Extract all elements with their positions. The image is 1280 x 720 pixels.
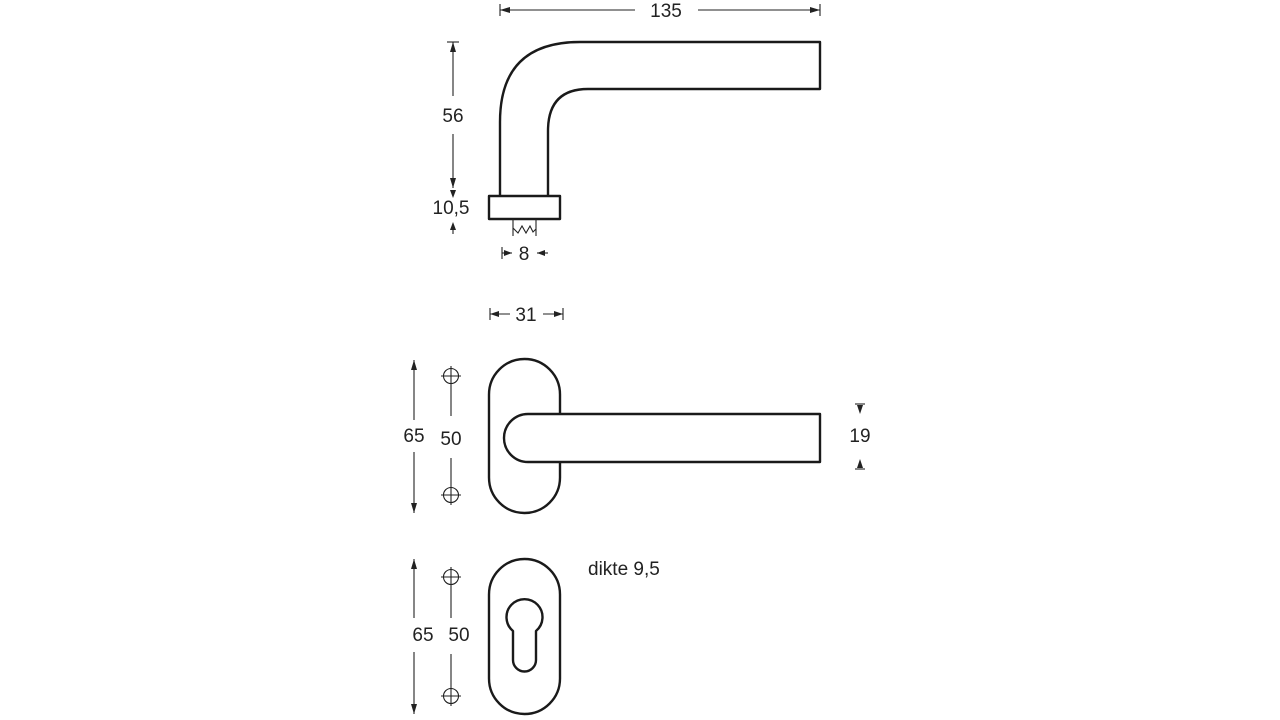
dim-rose-height: 65 [403,360,425,513]
dim-rose-width: 31 [489,305,564,326]
label-65-front: 65 [403,426,424,447]
dim-escutcheon-spacing: 50 [448,587,470,686]
dim-hole-spacing: 50 [440,386,462,485]
escutcheon-view [487,557,562,716]
dim-spindle: 8 [501,244,548,265]
lever-front-outline [502,412,822,464]
label-65-escutcheon: 65 [412,625,433,646]
thickness-note: dikte 9,5 [588,559,660,580]
crosshair-circle-icon [441,567,461,587]
dim-lever-length: 135 [499,1,821,22]
label-50-front: 50 [440,429,461,450]
dim-lever-grip: 19 [849,403,871,470]
label-31: 31 [515,305,536,326]
label-50-escutcheon: 50 [448,625,469,646]
label-10-5: 10,5 [433,198,470,219]
spindle-break [512,219,537,236]
label-8: 8 [519,244,530,265]
lever-front-view [487,357,822,515]
label-56: 56 [442,106,463,127]
keyhole-icon [505,598,544,673]
dim-rose-thickness: 10,5 [433,190,470,234]
label-135: 135 [650,1,682,22]
dim-lever-height: 56 [442,41,464,188]
escutcheon-plate [487,557,562,716]
lever-side-outline [498,40,822,196]
dim-escutcheon-height: 65 [411,559,434,714]
crosshair-circle-icon [441,485,461,505]
rose-side [487,194,562,221]
crosshair-circle-icon [441,366,461,386]
crosshair-circle-icon [441,686,461,706]
label-19: 19 [849,426,870,447]
lever-side-view [487,40,822,236]
